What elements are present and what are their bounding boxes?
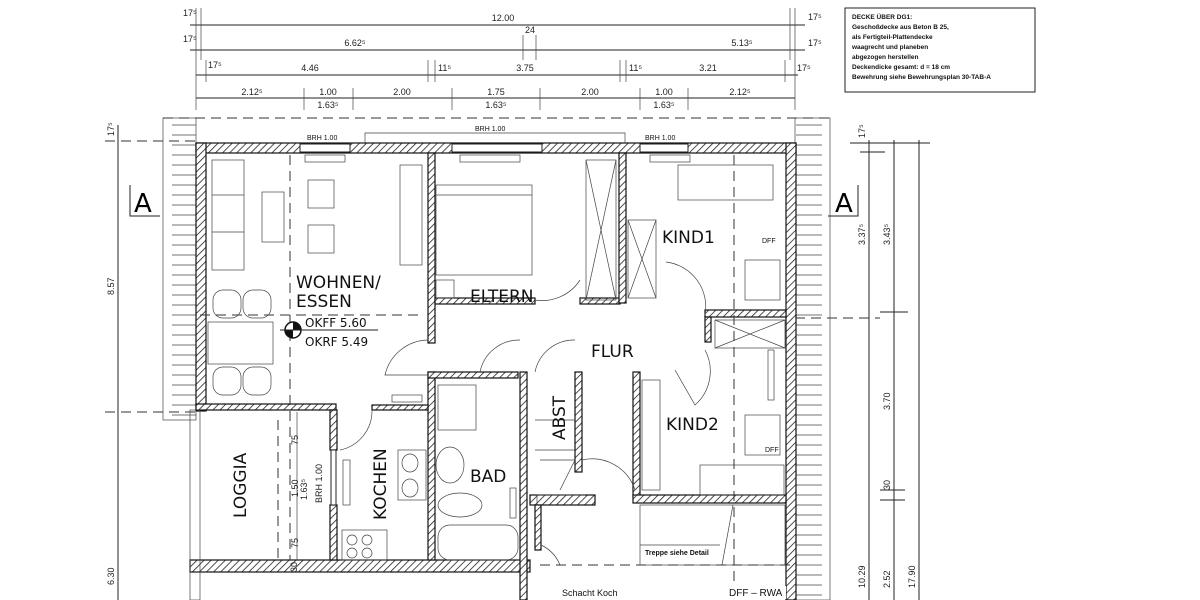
okrf-label: OKRF 5.49 <box>305 335 368 349</box>
dim-label: 11⁵ <box>438 63 451 73</box>
dim-label: 2.12⁵ <box>241 87 263 97</box>
dim-label: 2.00 <box>393 87 411 97</box>
right-dimension-chain: 17⁵ 3.37⁵ 10.29 3.43⁵ 3.70 30 2.52 17.90 <box>795 124 930 600</box>
svg-text:30: 30 <box>289 562 299 572</box>
okff-label: OKFF 5.60 <box>305 316 367 330</box>
dim-label: 10.29 <box>857 565 867 588</box>
dim-label: 2.52 <box>882 570 892 588</box>
radiators <box>304 154 775 519</box>
windows: BRH 1.00 BRH 1.00 BRH 1.00 <box>299 126 689 506</box>
svg-text:75: 75 <box>290 538 300 548</box>
svg-text:A: A <box>134 189 152 219</box>
dim-label: 17⁵ <box>808 38 822 48</box>
svg-text:1.50: 1.50 <box>290 479 300 497</box>
room-kind1: KIND1 <box>662 228 715 248</box>
note-line: waagrecht und planeben <box>851 44 928 51</box>
window-label: BRH 1.00 <box>645 135 675 142</box>
left-dimension-chain: 17⁵ 8.57 6.30 <box>105 122 196 600</box>
room-eltern: ELTERN <box>470 287 534 307</box>
room-flur: FLUR <box>591 342 634 362</box>
svg-text:A: A <box>835 189 853 219</box>
dim-label: 6.30 <box>106 567 116 585</box>
dim-label: 30 <box>882 480 892 490</box>
dim-label: 6.62⁵ <box>344 38 366 48</box>
note-line: DECKE ÜBER DG1: <box>852 12 912 21</box>
dim-label: 1.00 <box>319 87 337 97</box>
dim-label: 1.75 <box>487 87 505 97</box>
dim-label: 2.12⁵ <box>729 87 751 97</box>
top-dimension-chain: 17⁵ 12.00 17⁵ 17⁵ 6.62⁵ 24 5.13⁵ 17⁵ 17⁵… <box>183 8 822 110</box>
dim-label: 4.46 <box>301 63 319 73</box>
svg-text:BRH 1.00: BRH 1.00 <box>314 464 324 503</box>
room-bad: BAD <box>470 467 506 487</box>
room-kind2: KIND2 <box>666 415 719 435</box>
dim-label: 17⁵ <box>857 124 867 138</box>
dim-label: 8.57 <box>106 277 116 295</box>
dff-label: DFF <box>765 447 779 454</box>
room-loggia: LOGGIA <box>231 452 251 518</box>
annotations: DFF DFF Treppe siehe Detail DFF – RWA Sc… <box>560 238 786 599</box>
dim-label: 17⁵ <box>106 122 116 136</box>
loggia-window-dimensions: 75 1.50 1.63⁵ BRH 1.00 75 30 <box>189 409 324 600</box>
dim-label: 5.13⁵ <box>731 38 753 48</box>
dim-label: 17⁵ <box>808 12 822 22</box>
dff-label: DFF <box>762 238 776 245</box>
walls <box>189 142 797 600</box>
axis-lines <box>200 155 795 585</box>
stair-note: Treppe siehe Detail <box>645 550 709 557</box>
note-line: als Fertigteil-Plattendecke <box>852 34 933 41</box>
dim-label: 1.00 <box>655 87 673 97</box>
level-marker: OKFF 5.60 OKRF 5.49 <box>280 316 378 349</box>
dim-label: 11⁵ <box>629 63 642 73</box>
svg-text:1.63⁵: 1.63⁵ <box>299 478 309 500</box>
window-label: BRH 1.00 <box>475 126 505 133</box>
notes-box: DECKE ÜBER DG1: Geschoßdecke aus Beton B… <box>844 7 1036 93</box>
dim-label: 24 <box>525 25 535 35</box>
room-kochen: KOCHEN <box>371 448 391 520</box>
dim-label: 1.63⁵ <box>317 100 339 110</box>
room-essen: ESSEN <box>296 292 352 312</box>
room-abst: ABST <box>550 395 570 440</box>
doors <box>339 261 711 566</box>
roof-eave <box>162 117 831 600</box>
note-line: Bewehrung siehe Bewehrungsplan 30-TAB-A <box>852 74 991 81</box>
room-wohnen: WOHNEN/ <box>296 273 381 293</box>
section-marker-right: A <box>828 185 859 219</box>
dim-label: 17⁵ <box>183 34 197 44</box>
shaft-label: Schacht Koch <box>562 588 618 598</box>
dim-label: 17⁵ <box>208 60 222 70</box>
dim-label: 3.75 <box>516 63 534 73</box>
dff-rwa-label: DFF – RWA <box>729 588 783 599</box>
dim-label: 17⁵ <box>183 8 197 18</box>
room-labels: WOHNEN/ ESSEN ELTERN KIND1 KIND2 FLUR BA… <box>231 228 719 520</box>
dim-label: 3.70 <box>882 392 892 410</box>
dim-label: 1.63⁵ <box>485 100 507 110</box>
dim-label: 3.37⁵ <box>857 223 867 245</box>
note-line: Geschoßdecke aus Beton B 25, <box>852 24 949 31</box>
dim-label: 17⁵ <box>797 63 811 73</box>
dim-label: 17.90 <box>907 565 917 588</box>
dim-label: 12.00 <box>492 13 515 23</box>
dim-label: 2.00 <box>581 87 599 97</box>
dim-label: 1.63⁵ <box>653 100 675 110</box>
svg-text:75: 75 <box>290 435 300 445</box>
furniture <box>207 159 786 566</box>
dim-label: 3.21 <box>699 63 717 73</box>
dim-label: 3.43⁵ <box>882 223 892 245</box>
section-marker-left: A <box>129 185 160 219</box>
window-label: BRH 1.00 <box>307 135 337 142</box>
note-line: Deckendicke gesamt: d = 18 cm <box>852 64 950 71</box>
note-line: abgezogen herstellen <box>852 54 918 61</box>
